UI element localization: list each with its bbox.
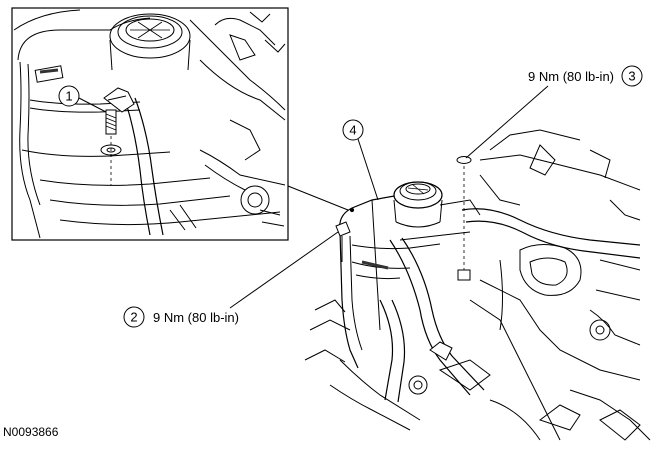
figure-id-label: N0093866 [3, 425, 59, 439]
callout-3: 3 9 Nm (80 lb-in) [465, 65, 643, 159]
callout-2-number: 2 [130, 310, 137, 325]
callout-1-number: 1 [65, 89, 72, 104]
callout-1-leader [78, 97, 107, 113]
callout-1-circle [58, 85, 80, 107]
callout-4-circle [342, 119, 364, 141]
callout-3-number: 3 [628, 69, 635, 84]
callout-2-leader [229, 231, 339, 309]
callout-3-leader [465, 85, 549, 159]
callout-2-torque: 9 Nm (80 lb-in) [153, 310, 239, 325]
callout-4-leader [357, 138, 379, 201]
bolt-1 [105, 109, 117, 135]
callout-3-circle [621, 65, 643, 87]
callout-3-torque: 9 Nm (80 lb-in) [528, 69, 614, 84]
callout-2: 2 9 Nm (80 lb-in) [123, 231, 339, 328]
callout-4-number: 4 [349, 123, 356, 138]
inset-detail-view [11, 7, 289, 241]
inset-leader-line [287, 185, 349, 211]
callout-1: 1 [58, 85, 107, 113]
inset-artwork [13, 9, 286, 239]
nut-3 [456, 156, 472, 164]
callout-2-circle [123, 306, 145, 328]
main-assembly-view [304, 129, 651, 441]
bolt-2 [335, 221, 351, 237]
callout-4: 4 [342, 119, 379, 201]
